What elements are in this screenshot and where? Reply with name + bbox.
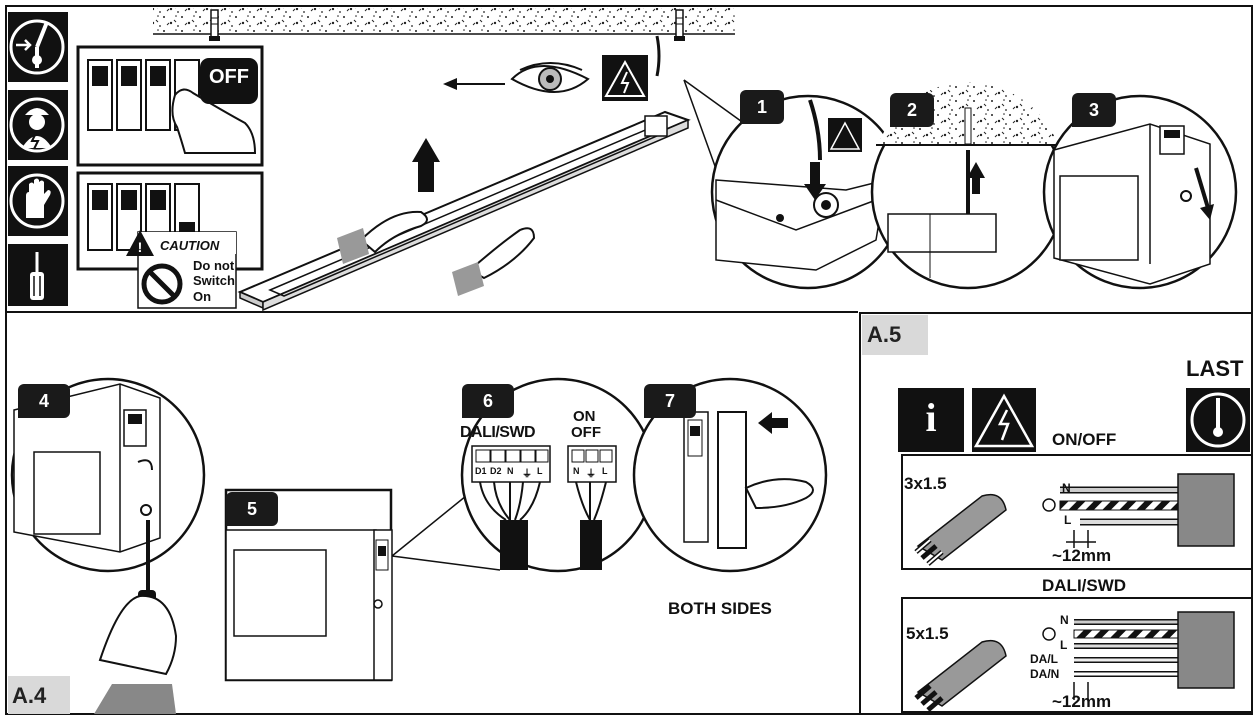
caution-title: CAUTION bbox=[160, 238, 220, 253]
onoff-title: ON/OFF bbox=[1052, 430, 1117, 449]
step-6-badge: 6 bbox=[462, 384, 514, 418]
switch-panel-off bbox=[76, 45, 264, 167]
onoff-pin-n: N bbox=[573, 466, 580, 476]
both-sides-label: BOTH SIDES bbox=[668, 599, 772, 618]
led-panel bbox=[237, 110, 691, 312]
earth-icon bbox=[1042, 498, 1056, 512]
dali-cable bbox=[914, 611, 1235, 712]
dali-pin-d2: D2 bbox=[490, 466, 502, 476]
ceiling-anchor-left bbox=[209, 9, 220, 41]
dali-wire-dal: DA/L bbox=[1030, 652, 1058, 666]
lift-arrow bbox=[412, 138, 440, 192]
ceiling bbox=[153, 8, 735, 34]
dali-wire-dan: DA/N bbox=[1030, 667, 1060, 681]
sight-arrow bbox=[443, 78, 505, 90]
caution-line-2: Switch bbox=[193, 273, 235, 288]
switch-panel-caution: ! bbox=[76, 171, 264, 309]
onoff-terminal-title-off: OFF bbox=[571, 424, 601, 441]
section-a4-label: A.4 bbox=[12, 683, 47, 708]
step-4-badge: 4 bbox=[18, 384, 70, 418]
step7-detail bbox=[632, 377, 828, 573]
dali-pin-l: L bbox=[537, 466, 543, 476]
onoff-wire-l: L bbox=[1064, 513, 1072, 527]
step-7-badge: 7 bbox=[644, 384, 696, 418]
dali-strip-length: ~12mm bbox=[1052, 692, 1112, 711]
dali-pin-d1: D1 bbox=[475, 466, 487, 476]
step6-detail bbox=[460, 377, 656, 573]
step5-detail bbox=[224, 488, 393, 682]
eye-icon bbox=[510, 62, 590, 93]
hand-icon bbox=[744, 478, 814, 510]
svg-text:!: ! bbox=[138, 239, 143, 255]
step4-detail bbox=[10, 377, 206, 714]
warning-icon bbox=[126, 230, 154, 256]
step-1-badge: 1 bbox=[740, 90, 784, 124]
dali-terminal-title: DALI/SWD bbox=[460, 424, 536, 441]
step-5-badge: 5 bbox=[226, 492, 278, 526]
info-glyph: i bbox=[925, 395, 937, 440]
onoff-cable-spec: 3x1.5 bbox=[904, 474, 947, 493]
earth-icon bbox=[1042, 627, 1056, 641]
step1-detail bbox=[710, 94, 906, 290]
step-3-badge: 3 bbox=[1072, 93, 1116, 127]
supply-cable bbox=[655, 35, 661, 77]
dali-wire-l: L bbox=[1060, 638, 1068, 652]
hand-icon bbox=[171, 88, 257, 154]
dali-pin-n: N bbox=[507, 466, 514, 476]
arrow-icon bbox=[772, 418, 788, 428]
onoff-pin-earth: ⏚ bbox=[586, 469, 596, 480]
high-voltage-icon bbox=[972, 388, 1036, 452]
high-voltage-icon bbox=[602, 55, 648, 101]
step3-detail bbox=[1042, 94, 1238, 290]
dali-wire-n: N bbox=[1060, 613, 1069, 627]
ceiling-anchor-right bbox=[674, 9, 685, 41]
onoff-terminal-title-on: ON bbox=[573, 408, 596, 425]
section-a5-tab bbox=[862, 315, 928, 355]
switch-on-icon bbox=[1186, 388, 1250, 452]
last-label: LAST bbox=[1186, 356, 1244, 381]
electrician-icon bbox=[8, 90, 68, 160]
dali-pin-earth: ⏚ bbox=[522, 469, 532, 480]
onoff-pin-l: L bbox=[602, 466, 608, 476]
screwdriver-icon bbox=[8, 244, 68, 306]
dali-cable-spec: 5x1.5 bbox=[906, 624, 949, 643]
caution-line-3: On bbox=[193, 289, 212, 304]
off-badge bbox=[200, 58, 258, 104]
section-a5-label: A.5 bbox=[867, 322, 902, 347]
onoff-strip-length: ~12mm bbox=[1052, 546, 1112, 565]
gloves-icon bbox=[8, 166, 68, 236]
off-label: OFF bbox=[209, 66, 249, 88]
info-icon bbox=[898, 388, 964, 452]
onoff-wire-n: N bbox=[1062, 481, 1071, 495]
switch-off-icon bbox=[8, 12, 68, 82]
onoff-cable bbox=[914, 473, 1235, 566]
step-2-badge: 2 bbox=[890, 93, 934, 127]
dali-title: DALI/SWD bbox=[1042, 576, 1127, 595]
caution-line-1: Do not bbox=[193, 258, 235, 273]
section-a4-tab bbox=[8, 676, 70, 714]
